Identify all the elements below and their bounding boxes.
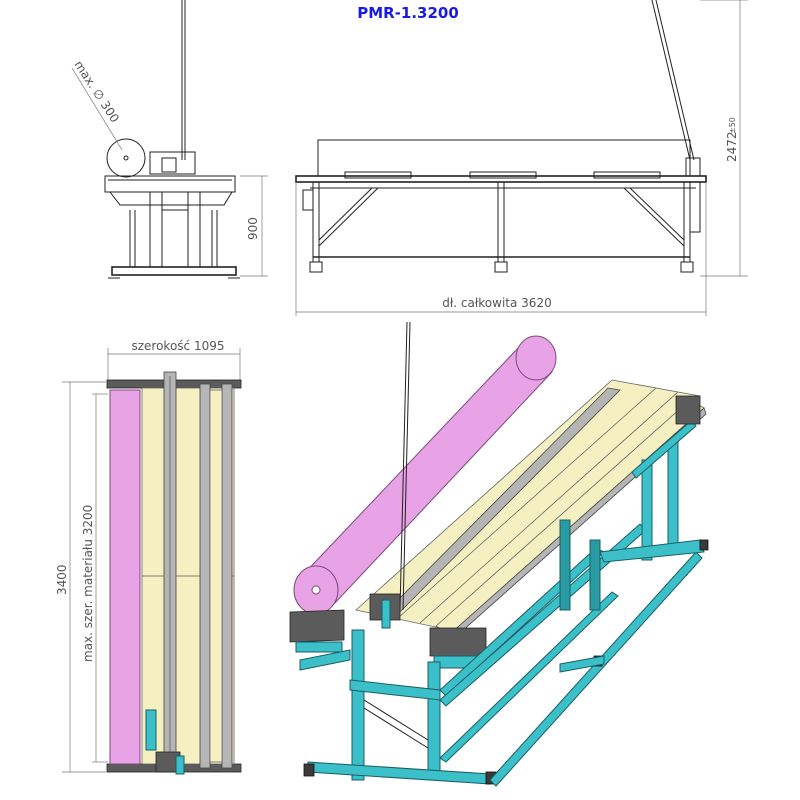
side-view: max. ∅ 300 900: [71, 0, 268, 279]
overall-height-label: 2472: [725, 131, 739, 162]
front-view: dł. całkowita 3620 2472 ±50: [295, 0, 748, 316]
drawing-title: PMR-1.3200: [357, 4, 459, 22]
table-height-label: 900: [246, 217, 260, 240]
total-length-label: dł. całkowita 3620: [442, 296, 551, 310]
material-width-label: max. szer. materiału 3200: [81, 505, 95, 662]
roll-diameter-label: max. ∅ 300: [71, 58, 121, 125]
top-view: szerokość 1095 3400 max. szer. materiału…: [55, 339, 242, 775]
isometric-view: [289, 321, 709, 787]
width-label: szerokość 1095: [131, 339, 224, 353]
top-view-roll: [109, 389, 141, 765]
roll-end-circle: [106, 138, 146, 178]
overall-height-tolerance: ±50: [728, 117, 737, 134]
overall-length-label: 3400: [55, 564, 69, 595]
